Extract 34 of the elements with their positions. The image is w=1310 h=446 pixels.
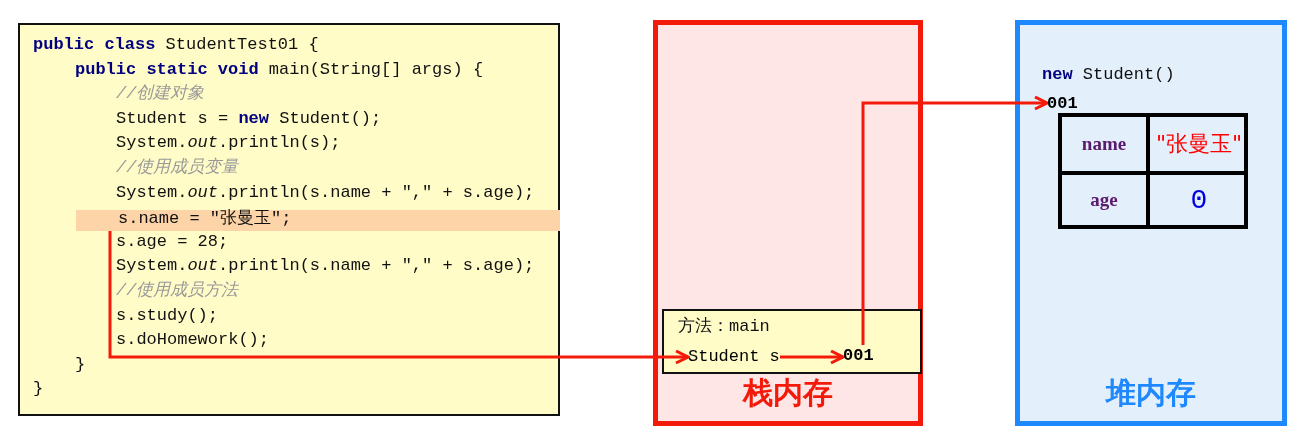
code-line: } [33, 379, 44, 400]
memory-title: 栈内存 [741, 374, 834, 412]
arrow [108, 231, 690, 365]
address-text: 001 [843, 345, 883, 367]
code-line: System.out.println(s); [116, 133, 341, 154]
variable-text: Student s [688, 346, 780, 368]
arrow [861, 95, 1049, 345]
code-comment: //使用成员方法 [116, 281, 239, 301]
code-line: s.age = 28; [116, 231, 229, 252]
code-comment: //使用成员变量 [116, 158, 239, 178]
method-name: 方法：main [678, 317, 770, 337]
address-text: 001 [1047, 93, 1087, 113]
code-panel [18, 23, 560, 416]
table-cell-text: name [1080, 132, 1128, 156]
stack-memory-box [653, 20, 923, 426]
object-table [1058, 113, 1248, 229]
code-line: Student s = new Student(); [116, 108, 382, 129]
code-line: } [75, 354, 86, 375]
code-line: public class StudentTest01 { [33, 35, 319, 55]
code-line: s.name = "张曼玉"; [118, 209, 292, 230]
heap-memory-box [1015, 20, 1287, 426]
code-line: public static void main(String[] args) { [75, 59, 484, 80]
memory-title: 堆内存 [1104, 374, 1197, 412]
table-cell-text: "张曼玉" [1154, 130, 1244, 158]
code-line: System.out.println(s.name + "," + s.age); [116, 256, 535, 277]
code-line: System.out.println(s.name + "," + s.age); [116, 182, 535, 203]
object-label: new Student() [1042, 65, 1175, 85]
table-cell-text: age [1089, 188, 1119, 212]
code-line: s.study(); [116, 305, 219, 326]
method-frame-box [662, 309, 922, 374]
table-cell-text: 0 [1189, 183, 1209, 218]
code-comment: //创建对象 [116, 84, 205, 105]
code-line: s.doHomework(); [116, 330, 270, 351]
arrow [780, 349, 845, 365]
